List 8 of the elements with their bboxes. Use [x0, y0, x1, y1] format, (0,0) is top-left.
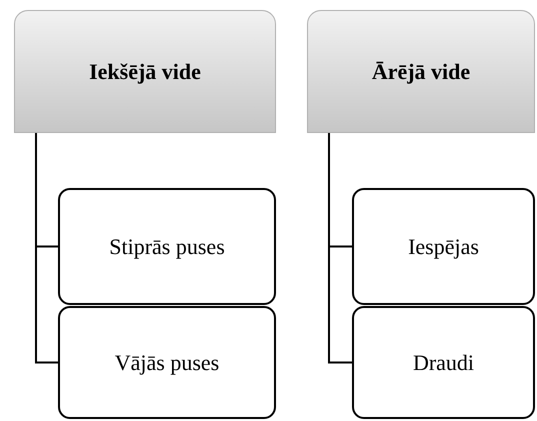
item-box: Vājās puses — [58, 306, 276, 419]
item-box: Stiprās puses — [58, 188, 276, 305]
connector-line — [35, 133, 58, 364]
item-box: Draudi — [352, 306, 535, 419]
connector-line — [328, 133, 352, 364]
item-box: Iespējas — [352, 188, 535, 305]
header-box: Ārējā vide — [307, 10, 535, 133]
header-box: Iekšējā vide — [14, 10, 276, 133]
